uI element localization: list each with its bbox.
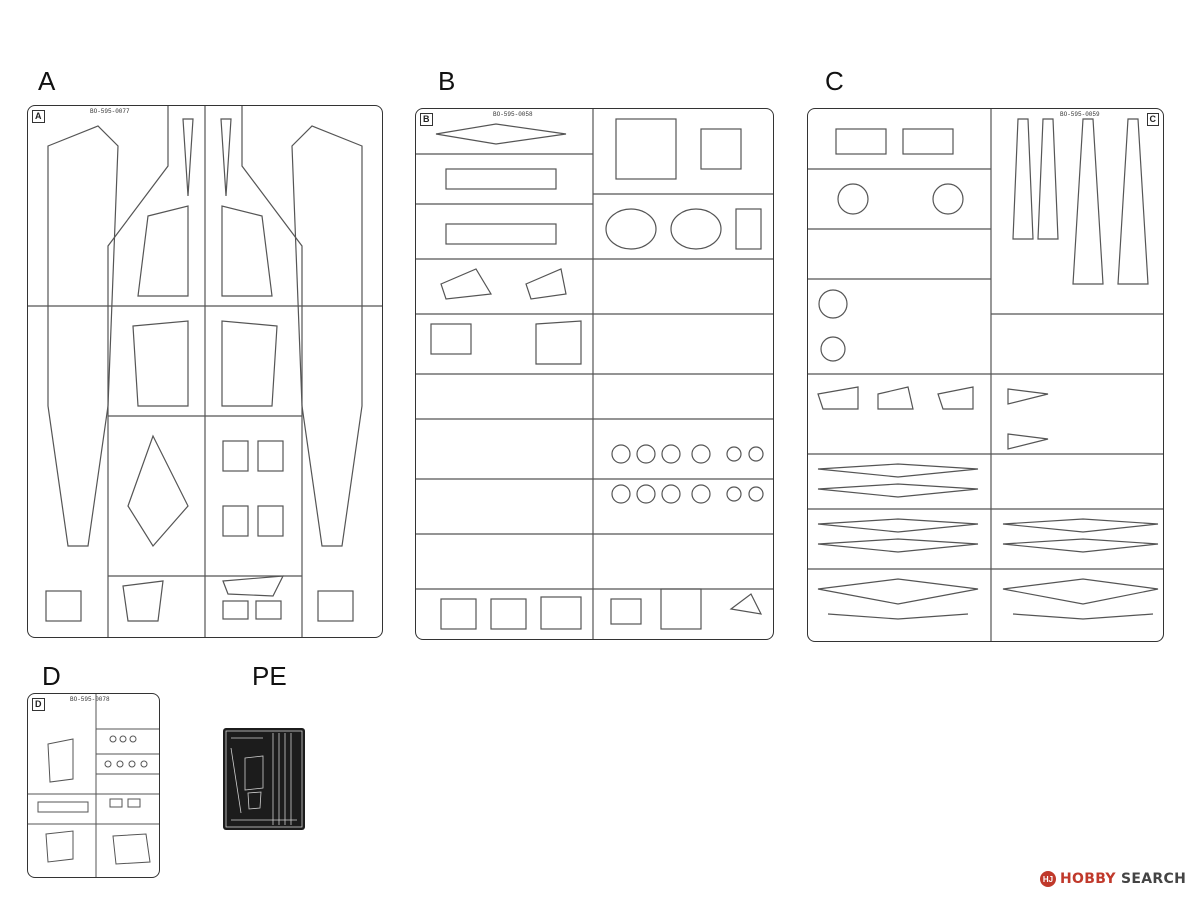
watermark-search: SEARCH [1121,871,1187,887]
sprue-pe-label: PE [252,661,287,691]
sprue-a-tag: A [32,110,45,123]
sprue-b-tag: B [420,113,433,126]
sprue-c-tag: C [1146,113,1159,126]
sprue-d-frame: D BO-595-0078 [27,693,160,878]
hobby-search-watermark: HJ HOBBY SEARCH [1040,868,1186,890]
watermark-text: HOBBY SEARCH [1060,871,1186,887]
sprue-d-code: BO-595-0078 [68,696,112,703]
hobby-search-logo-icon: HJ [1040,871,1056,887]
watermark-brand: HOBBY [1060,871,1116,887]
sprue-d-tag: D [32,698,45,711]
sprue-c-label: C [825,66,844,96]
sprue-a-frame: A BO-595-0077 [27,105,383,638]
sprue-a-label: A [38,66,56,96]
photo-etch-drawing [225,730,303,828]
sprue-c-code: BO-595-0059 [1058,111,1102,118]
photo-etch-fret [223,728,305,830]
sprue-d-label: D [42,661,61,691]
sprue-d-drawing [28,694,159,877]
sprue-b-code: BO-595-0058 [491,111,535,118]
sprue-b-drawing [416,109,773,639]
sprue-c-drawing [808,109,1163,641]
sprue-a-code: BO-595-0077 [88,108,132,115]
sprue-b-frame: B BO-595-0058 [415,108,774,640]
sprue-c-frame: C BO-595-0059 [807,108,1164,642]
sprue-a-drawing [28,106,382,637]
sprue-b-label: B [438,66,456,96]
